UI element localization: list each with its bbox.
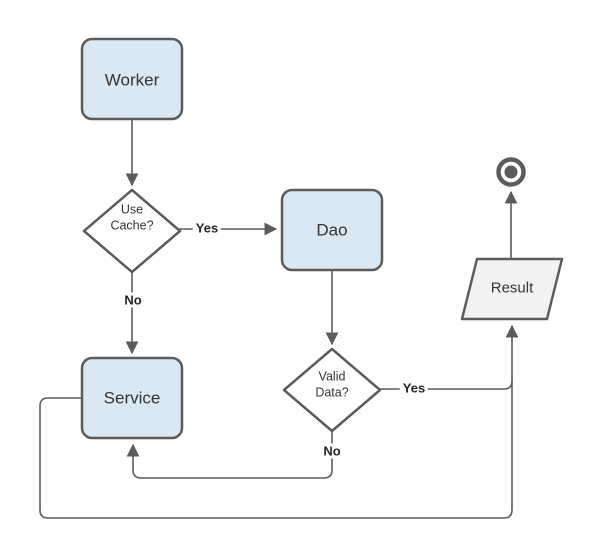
node-worker xyxy=(80,37,184,121)
edge-valid-data-yes-to-result xyxy=(379,380,513,390)
edge-service-to-result xyxy=(39,324,519,519)
node-end-terminator-inner xyxy=(504,165,518,179)
node-result xyxy=(460,257,564,321)
node-service xyxy=(80,356,184,440)
node-use-cache-decision xyxy=(82,188,182,274)
edge-valid-data-no-to-service xyxy=(126,431,333,479)
node-valid-data-decision xyxy=(282,347,382,433)
node-dao xyxy=(280,188,384,272)
